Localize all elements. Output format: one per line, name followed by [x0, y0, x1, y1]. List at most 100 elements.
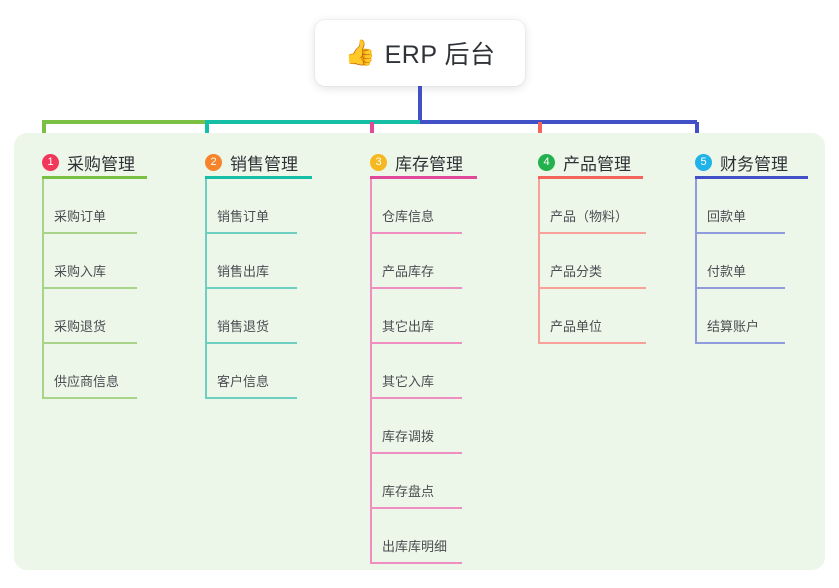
branch-item[interactable]: 采购退货 — [42, 289, 147, 344]
branch-spine — [695, 179, 697, 344]
branch-header-3[interactable]: 3 库存管理 — [370, 145, 477, 179]
branch-spine — [205, 179, 207, 399]
branch-number-badge: 3 — [370, 153, 387, 171]
branch-number-badge: 1 — [42, 153, 59, 171]
branch-item-label: 产品（物料） — [550, 209, 629, 224]
branch-item-label: 库存调拨 — [382, 429, 435, 444]
branch-item-underline — [370, 287, 462, 289]
branch-underline — [205, 176, 312, 179]
branch-item-label: 其它出库 — [382, 319, 435, 334]
branch-item-underline — [370, 342, 462, 344]
branch-item[interactable]: 出库库明细 — [370, 509, 477, 564]
branch-spine — [370, 179, 372, 564]
branch-items-4: 产品（物料） 产品分类产品单位 — [538, 179, 646, 344]
branch-item[interactable]: 销售出库 — [205, 234, 312, 289]
branch-item[interactable]: 采购订单 — [42, 179, 147, 234]
branch-column-5: 5 财务管理回款单付款单结算账户 — [695, 145, 808, 344]
branch-item-underline — [370, 232, 462, 234]
branch-column-3: 3 库存管理仓库信息产品库存其它出库其它入库库存调拨库存盘点出库库明细 — [370, 145, 477, 564]
branch-item[interactable]: 其它出库 — [370, 289, 477, 344]
root-node-content: 👍 ERP 后台 — [344, 35, 495, 71]
branch-items-1: 采购订单采购入库采购退货供应商信息 — [42, 179, 147, 399]
branch-item-underline — [370, 562, 462, 564]
branch-underline — [695, 176, 808, 179]
branch-header-4[interactable]: 4 产品管理 — [538, 145, 643, 179]
branch-title: 采购管理 — [67, 154, 135, 174]
branch-item-underline — [205, 397, 297, 399]
branch-header-1[interactable]: 1 采购管理 — [42, 145, 147, 179]
branch-spine — [42, 179, 44, 399]
branch-item[interactable]: 仓库信息 — [370, 179, 477, 234]
branch-item-underline — [42, 342, 137, 344]
branch-column-4: 4 产品管理产品（物料） 产品分类产品单位 — [538, 145, 646, 344]
branch-title: 库存管理 — [395, 154, 463, 174]
branch-item[interactable]: 产品库存 — [370, 234, 477, 289]
branch-item-label: 销售出库 — [217, 264, 270, 279]
branch-title: 产品管理 — [563, 154, 631, 174]
branch-item-underline — [205, 342, 297, 344]
branch-item-label: 采购退货 — [54, 319, 107, 334]
branch-item-underline — [370, 452, 462, 454]
branch-items-3: 仓库信息产品库存其它出库其它入库库存调拨库存盘点出库库明细 — [370, 179, 477, 564]
branch-item-underline — [370, 507, 462, 509]
branch-item-label: 回款单 — [707, 209, 747, 224]
branch-item-underline — [370, 397, 462, 399]
branch-spine — [538, 179, 540, 344]
branch-item-underline — [205, 287, 297, 289]
branch-item-label: 产品分类 — [550, 264, 603, 279]
branch-item-underline — [42, 232, 137, 234]
branch-item-label: 库存盘点 — [382, 484, 435, 499]
branch-item-label: 出库库明细 — [382, 539, 448, 554]
branch-item-label: 产品单位 — [550, 319, 603, 334]
branch-title: 销售管理 — [230, 154, 298, 174]
branch-item-label: 其它入库 — [382, 374, 435, 389]
root-title: ERP 后台 — [384, 41, 496, 69]
branch-item[interactable]: 付款单 — [695, 234, 808, 289]
branch-item-label: 结算账户 — [707, 319, 760, 334]
branch-item[interactable]: 回款单 — [695, 179, 808, 234]
branch-item[interactable]: 采购入库 — [42, 234, 147, 289]
branch-item-label: 供应商信息 — [54, 374, 120, 389]
branch-number-badge: 4 — [538, 153, 555, 171]
branch-item-underline — [538, 232, 646, 234]
branch-item-underline — [695, 287, 785, 289]
branch-item-label: 销售订单 — [217, 209, 270, 224]
branch-item-underline — [695, 342, 785, 344]
branch-item[interactable]: 库存盘点 — [370, 454, 477, 509]
branch-item[interactable]: 销售退货 — [205, 289, 312, 344]
branch-item-underline — [42, 287, 137, 289]
branch-item[interactable]: 产品（物料） — [538, 179, 646, 234]
root-stem-connector — [418, 86, 422, 122]
branch-underline — [42, 176, 147, 179]
branch-item[interactable]: 客户信息 — [205, 344, 312, 399]
branch-title: 财务管理 — [720, 154, 788, 174]
branch-item[interactable]: 其它入库 — [370, 344, 477, 399]
branch-item-label: 采购入库 — [54, 264, 107, 279]
branch-column-1: 1 采购管理采购订单采购入库采购退货供应商信息 — [42, 145, 147, 399]
root-node[interactable]: 👍 ERP 后台 — [315, 20, 525, 86]
branch-item[interactable]: 供应商信息 — [42, 344, 147, 399]
branch-item[interactable]: 产品分类 — [538, 234, 646, 289]
connector-bar-segment-2 — [205, 120, 420, 124]
branch-underline — [370, 176, 477, 179]
connector-bar-segment-3 — [420, 120, 697, 124]
branch-item-underline — [695, 232, 785, 234]
branch-item[interactable]: 结算账户 — [695, 289, 808, 344]
branch-header-5[interactable]: 5 财务管理 — [695, 145, 808, 179]
branch-item-underline — [538, 287, 646, 289]
connector-bar-segment-1 — [42, 120, 205, 124]
branch-item-underline — [205, 232, 297, 234]
branch-item[interactable]: 产品单位 — [538, 289, 646, 344]
thumbs-up-icon: 👍 — [344, 38, 376, 67]
branch-item-underline — [538, 342, 646, 344]
branch-items-5: 回款单付款单结算账户 — [695, 179, 808, 344]
branch-item-underline — [42, 397, 137, 399]
branch-item[interactable]: 库存调拨 — [370, 399, 477, 454]
branch-number-badge: 5 — [695, 153, 712, 171]
branch-item[interactable]: 销售订单 — [205, 179, 312, 234]
branch-underline — [538, 176, 643, 179]
